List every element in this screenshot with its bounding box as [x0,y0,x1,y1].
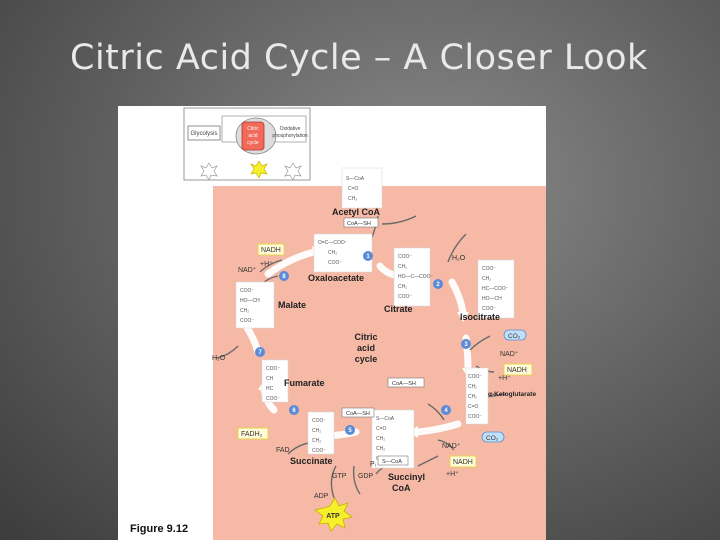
nadh-label-1: NADH [261,247,281,254]
slide-title: Citric Acid Cycle – A Closer Look [70,38,648,78]
svg-text:CH₂: CH₂ [468,394,477,400]
svg-text:HO—CH: HO—CH [482,296,502,302]
svg-text:CH₃: CH₃ [348,196,357,202]
atp-starburst-icon [314,497,353,532]
h2o-label-2: H₂O [212,355,226,362]
inset-cycle-label: cycle [247,140,259,146]
nad-label-3: NAD⁺ [442,442,461,450]
overview-inset: Glycolysis Citric acid cycle Oxidative p… [183,107,311,181]
figure-label: Figure 9.12 [130,523,188,535]
fadh2-label: FADH₂ [241,431,263,438]
svg-text:COO⁻: COO⁻ [468,374,482,380]
svg-text:CH₂: CH₂ [328,250,337,256]
step-8: 8 [282,274,286,280]
svg-text:O=C—COO⁻: O=C—COO⁻ [318,240,348,246]
svg-text:COO⁻: COO⁻ [468,414,482,420]
nadh-label-3: NADH [453,459,473,466]
svg-text:S—CoA: S—CoA [376,416,395,422]
inset-citric-label: Citric [247,126,259,132]
center-cycle-label: cycle [355,354,378,364]
nad-label-1: NAD⁺ [238,266,257,274]
svg-text:CH₂: CH₂ [398,284,407,290]
co2-label-2: CO₂ [486,435,499,442]
step-7: 7 [258,350,262,356]
svg-text:CH₂: CH₂ [312,428,321,434]
svg-text:COO⁻: COO⁻ [266,366,280,372]
nad-label-2: NAD⁺ [500,350,519,358]
malate-label: Malate [278,300,306,310]
h-plus-label-1: +H⁺ [260,260,273,268]
inset-phosphorylation-label: phosphorylation [272,133,308,139]
coa-sh-tag-3: CoA—SH [346,411,370,417]
nadh-label-2: NADH [507,367,527,374]
succinyl-label: Succinyl [388,472,425,482]
adp-label: ADP [314,493,329,500]
fumarate-label: Fumarate [284,378,325,388]
h-plus-label-3: +H⁺ [446,470,459,478]
s-coa-tag: S—CoA [382,459,402,465]
svg-text:COO⁻: COO⁻ [482,306,496,312]
svg-text:COO⁻: COO⁻ [398,294,412,300]
step-5: 5 [348,428,352,434]
inset-oxidative-label: Oxidative [280,126,301,132]
svg-text:CH₂: CH₂ [376,436,385,442]
svg-text:COO⁻: COO⁻ [398,254,412,260]
step-1: 1 [366,254,370,260]
svg-text:COO⁻: COO⁻ [266,396,280,402]
coa-sh-tag-2: CoA—SH [392,381,416,387]
coa-sh-tag-1: CoA—SH [347,221,371,227]
pi-label: Pᵢ [370,461,376,468]
oxaloacetate-label: Oxaloacetate [308,273,364,283]
gdp-label: GDP [358,473,374,480]
inset-glycolysis-label: Glycolysis [190,131,217,137]
isocitrate-label: Isocitrate [460,312,500,322]
citrate-label: Citrate [384,304,413,314]
svg-text:C=O: C=O [376,426,387,432]
svg-text:C=O: C=O [468,404,479,410]
svg-text:CH₂: CH₂ [482,276,491,282]
svg-text:COO⁻: COO⁻ [312,448,326,454]
atp-label: ATP [326,513,340,520]
succinate-label: Succinate [290,456,333,466]
svg-text:HC—COO⁻: HC—COO⁻ [482,286,509,292]
fad-label: FAD [276,447,290,454]
svg-text:CH: CH [266,376,274,382]
citric-acid-cycle-figure: Glycolysis Citric acid cycle Oxidative p… [118,106,546,540]
svg-text:COO⁻: COO⁻ [240,288,254,294]
svg-text:S—CoA: S—CoA [346,176,365,182]
acetyl-coa-label: Acetyl CoA [332,207,381,217]
h2o-label-1: H₂O [452,255,466,262]
svg-text:CH₂: CH₂ [240,308,249,314]
svg-text:COO⁻: COO⁻ [240,318,254,324]
svg-text:HO—CH: HO—CH [240,298,260,304]
svg-text:COO⁻: COO⁻ [312,418,326,424]
succinyl-coa-label: CoA [392,483,411,493]
svg-text:HO—C—COO⁻: HO—C—COO⁻ [398,274,434,280]
svg-text:CH₂: CH₂ [376,446,385,452]
svg-text:C=O: C=O [348,186,359,192]
svg-text:COO⁻: COO⁻ [328,260,342,266]
alpha-ketoglutarate-label: α-Ketoglutarate [488,391,536,398]
h-plus-label-2: +H⁺ [498,374,511,382]
step-4: 4 [444,408,448,414]
gtp-label: GTP [332,473,347,480]
inset-acid-label: acid [248,133,257,139]
step-2: 2 [436,282,440,288]
step-3: 3 [464,342,468,348]
co2-label-1: CO₂ [508,333,521,340]
svg-text:CH₂: CH₂ [398,264,407,270]
svg-text:CH₂: CH₂ [468,384,477,390]
step-6: 6 [292,408,296,414]
center-acid-label: acid [357,343,375,353]
center-citric-label: Citric [354,332,377,342]
svg-text:HC: HC [266,386,274,392]
svg-text:COO⁻: COO⁻ [482,266,496,272]
svg-text:CH₂: CH₂ [312,438,321,444]
